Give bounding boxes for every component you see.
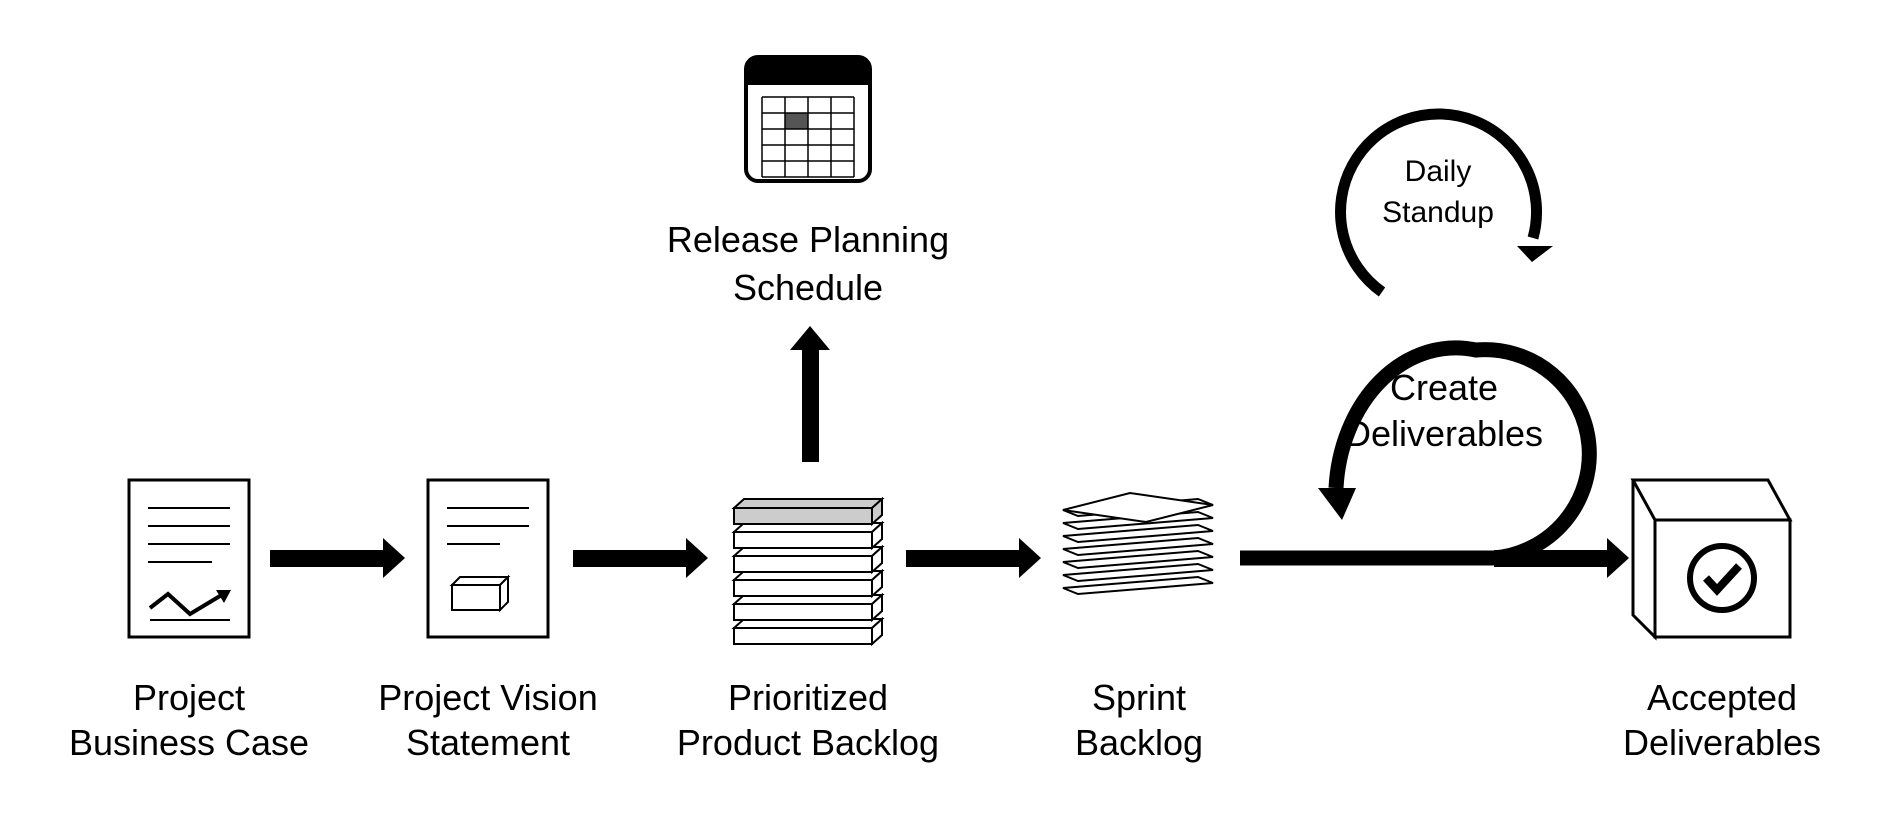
stage-2-label-line1: Project Vision [378, 677, 597, 718]
stage-1-label-line1: Project [133, 677, 245, 718]
backlog-item-side [871, 616, 883, 647]
backlog-item-side [871, 496, 883, 527]
backlog-item-side [871, 592, 883, 623]
backlog-item-front [733, 531, 873, 549]
calendar-icon [744, 55, 872, 183]
arrow-vision-to-backlog [573, 538, 708, 578]
backlog-item-front [733, 555, 873, 573]
sprint-sheet [1062, 536, 1214, 557]
arrow-backlog-to-release-planning [790, 326, 830, 462]
daily-standup-cycle [1335, 108, 1553, 297]
calendar-selected-day [785, 113, 808, 129]
sprint-sheet [1062, 575, 1214, 596]
daily-standup-label-line2: Standup [1382, 196, 1494, 229]
backlog-item-front [733, 627, 873, 645]
stage-3-label-line1: Prioritized [728, 677, 888, 718]
stage-5-label-line1: Accepted [1647, 677, 1797, 718]
release-planning-label-line2: Schedule [733, 267, 883, 308]
backlog-item-side [871, 568, 883, 599]
stage-4-label-line1: Sprint [1092, 677, 1186, 718]
backlog-item-front [733, 507, 873, 525]
arrow-backlog-to-sprint [906, 538, 1041, 578]
backlog-item-side [871, 544, 883, 575]
stage-5-label-line2: Deliverables [1623, 722, 1821, 763]
checkmark-icon [1703, 563, 1742, 596]
vision-statement-document-icon [426, 478, 550, 639]
product-backlog-stack-icon [731, 496, 885, 647]
sprint-sheet [1062, 549, 1214, 570]
stage-1-label-line2: Business Case [69, 722, 309, 763]
backlog-item-front [733, 579, 873, 597]
sprint-sheet [1062, 562, 1214, 583]
backlog-item-top [731, 498, 885, 509]
sprint-backlog-sheets-icon [1062, 491, 1214, 596]
create-deliverables-label-line1: Create [1390, 367, 1498, 408]
daily-standup-label-line1: Daily [1405, 155, 1472, 188]
business-case-document-icon [127, 478, 251, 639]
create-deliverables-cycle [1240, 340, 1629, 578]
accepted-deliverables-box-icon [1630, 478, 1793, 641]
arrow-case-to-vision [270, 538, 405, 578]
stage-2-label-line2: Statement [406, 722, 570, 763]
release-planning-label-line1: Release Planning [667, 219, 949, 260]
calendar-header [746, 57, 870, 85]
create-deliverables-label-line2: Deliverables [1345, 413, 1543, 454]
stage-3-label-line2: Product Backlog [677, 722, 939, 763]
backlog-item-front [733, 603, 873, 621]
sprint-sheet-top [1062, 491, 1214, 524]
sprint-sheet [1062, 523, 1214, 544]
backlog-item-side [871, 520, 883, 551]
stage-4-label-line2: Backlog [1075, 722, 1203, 763]
